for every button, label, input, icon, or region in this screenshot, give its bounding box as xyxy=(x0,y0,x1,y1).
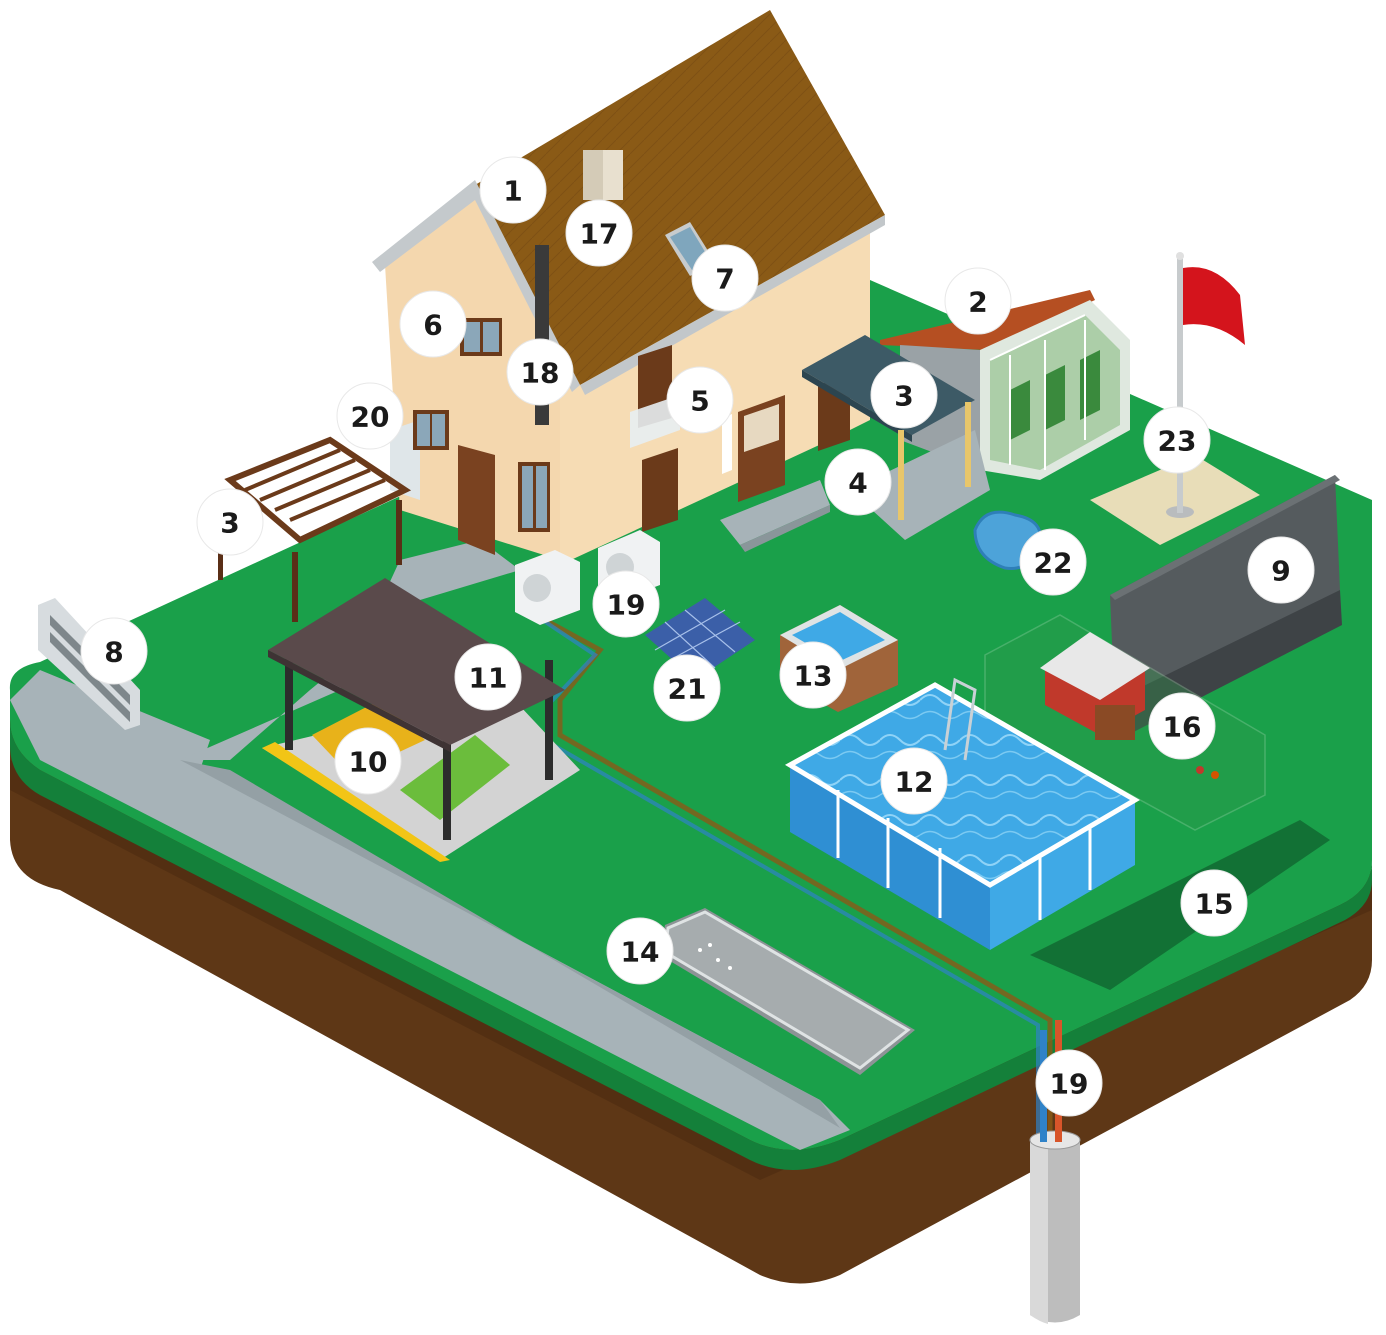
marker-label: 2 xyxy=(968,286,987,319)
marker-18[interactable]: 18 xyxy=(507,339,573,405)
marker-label: 12 xyxy=(895,766,934,799)
marker-21[interactable]: 21 xyxy=(654,655,720,721)
marker-label: 19 xyxy=(607,589,646,622)
marker-label: 22 xyxy=(1034,547,1073,580)
marker-label: 11 xyxy=(469,662,508,695)
marker-label: 6 xyxy=(423,309,442,342)
marker-11[interactable]: 11 xyxy=(455,644,521,710)
marker-4[interactable]: 4 xyxy=(825,449,891,515)
marker-label: 1 xyxy=(503,175,522,208)
marker-label: 16 xyxy=(1163,711,1202,744)
marker-19a[interactable]: 19 xyxy=(593,571,659,637)
marker-label: 15 xyxy=(1195,888,1234,921)
marker-2[interactable]: 2 xyxy=(945,268,1011,334)
marker-label: 5 xyxy=(690,385,709,418)
marker-label: 13 xyxy=(794,660,833,693)
marker-label: 7 xyxy=(715,263,734,296)
marker-label: 20 xyxy=(351,401,390,434)
marker-label: 10 xyxy=(349,746,388,779)
marker-label: 23 xyxy=(1158,425,1197,458)
marker-5[interactable]: 5 xyxy=(667,367,733,433)
marker-label: 3 xyxy=(220,507,239,540)
marker-13[interactable]: 13 xyxy=(780,642,846,708)
marker-3b[interactable]: 3 xyxy=(871,362,937,428)
marker-label: 9 xyxy=(1271,555,1290,588)
marker-15[interactable]: 15 xyxy=(1181,870,1247,936)
marker-label: 17 xyxy=(580,218,619,251)
marker-14[interactable]: 14 xyxy=(607,918,673,984)
marker-label: 14 xyxy=(621,936,660,969)
marker-17[interactable]: 17 xyxy=(566,200,632,266)
marker-23[interactable]: 23 xyxy=(1144,407,1210,473)
marker-7[interactable]: 7 xyxy=(692,245,758,311)
marker-19b[interactable]: 19 xyxy=(1036,1050,1102,1116)
marker-label: 3 xyxy=(894,380,913,413)
marker-label: 18 xyxy=(521,357,560,390)
marker-9[interactable]: 9 xyxy=(1248,537,1314,603)
marker-12[interactable]: 12 xyxy=(881,748,947,814)
marker-label: 8 xyxy=(104,636,123,669)
marker-label: 19 xyxy=(1050,1068,1089,1101)
marker-label: 21 xyxy=(668,673,707,706)
marker-16[interactable]: 16 xyxy=(1149,693,1215,759)
marker-1[interactable]: 1 xyxy=(480,157,546,223)
marker-10[interactable]: 10 xyxy=(335,728,401,794)
marker-20[interactable]: 20 xyxy=(337,383,403,449)
marker-22[interactable]: 22 xyxy=(1020,529,1086,595)
marker-3a[interactable]: 3 xyxy=(197,489,263,555)
marker-6[interactable]: 6 xyxy=(400,291,466,357)
marker-label: 4 xyxy=(848,467,867,500)
marker-8[interactable]: 8 xyxy=(81,618,147,684)
